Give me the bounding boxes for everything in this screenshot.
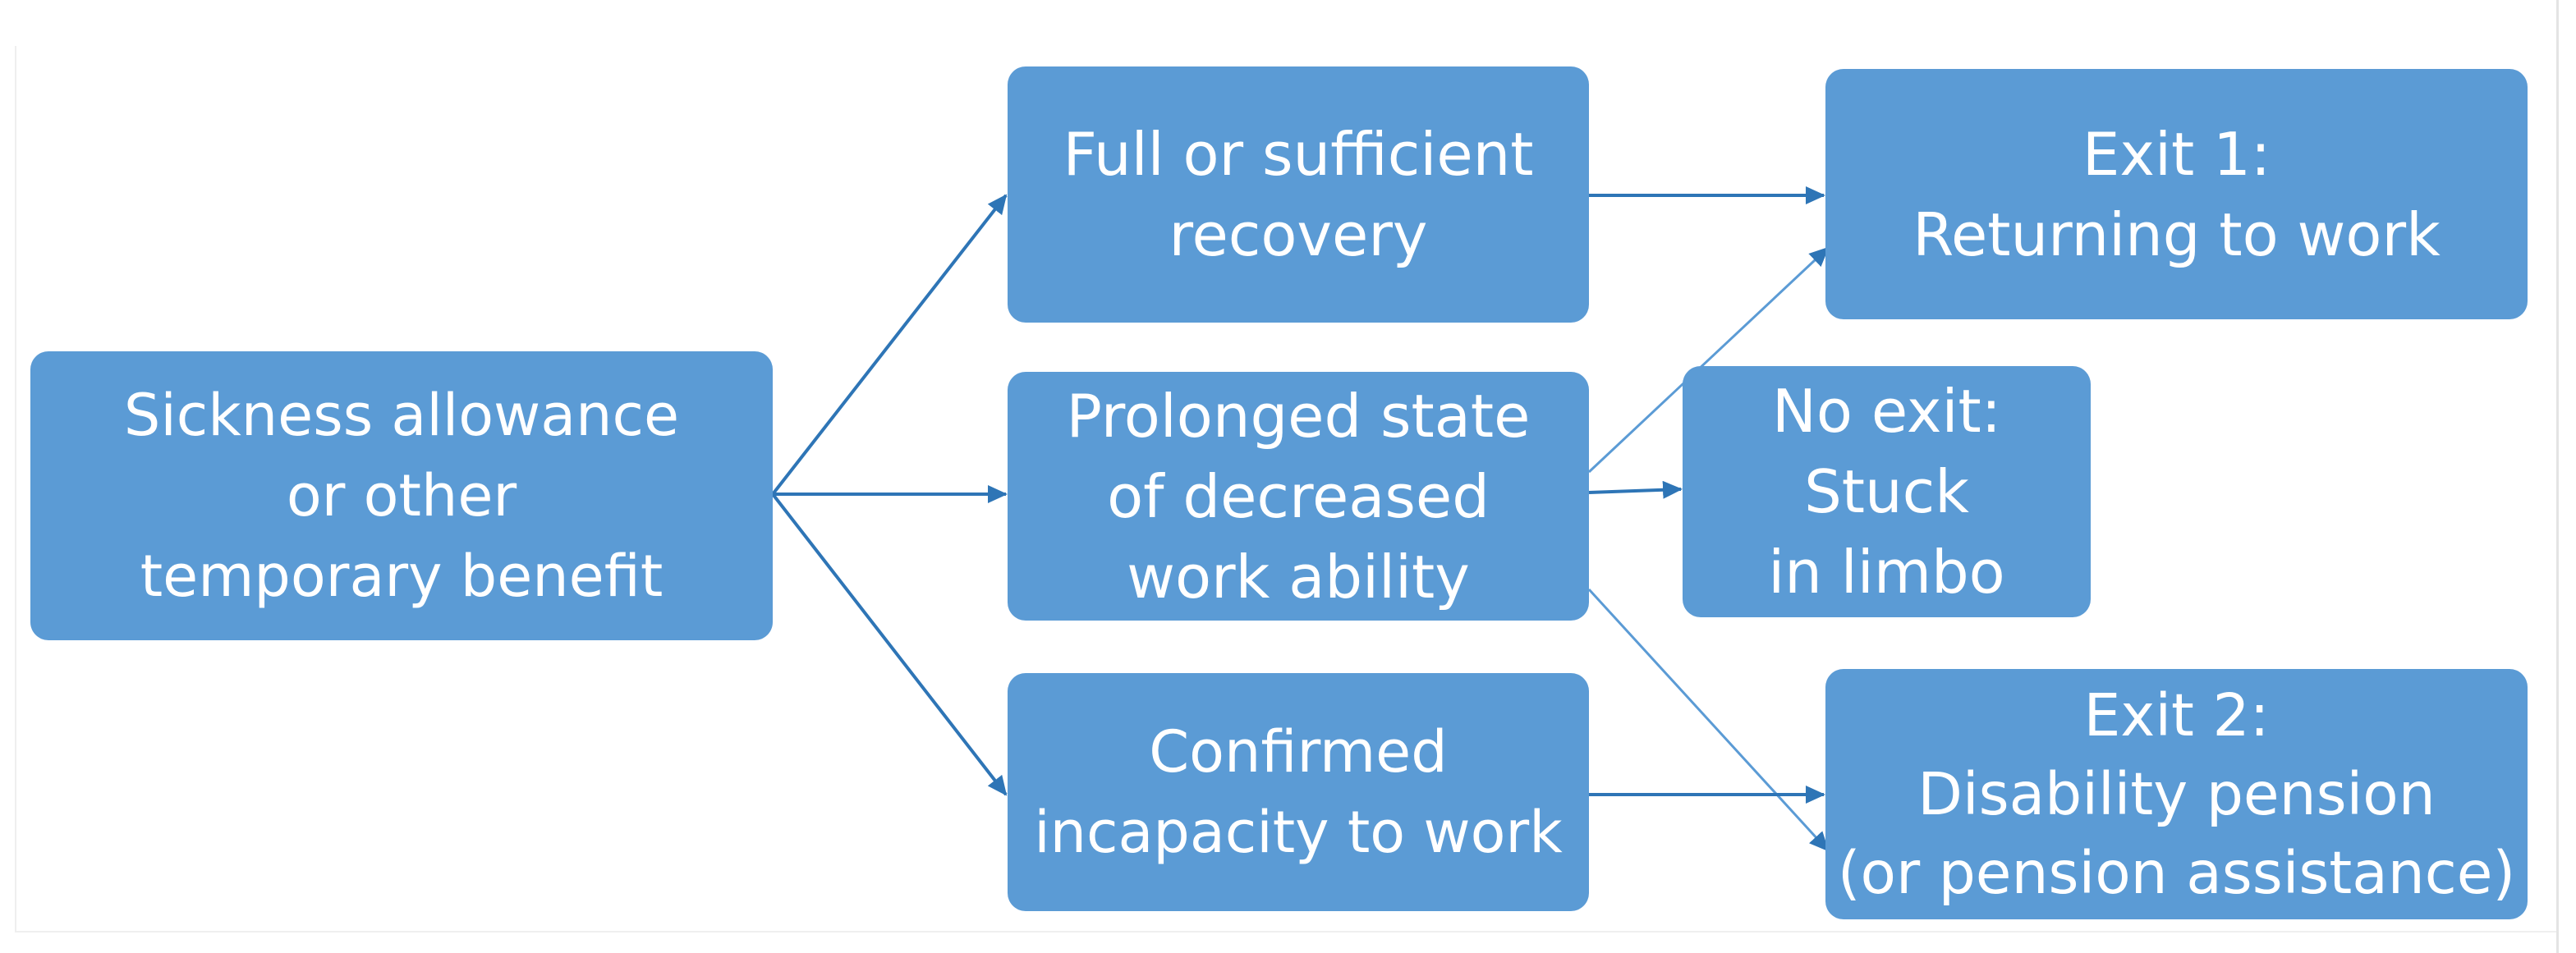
arrow-sickness-to-full-recovery <box>771 194 1008 496</box>
node-exit1-label: Exit 1: Returning to work <box>1912 119 2441 269</box>
node-prolonged-label: Prolonged state of decreased work abilit… <box>1066 381 1531 612</box>
node-exit-1-returning-to-work: Exit 1: Returning to work <box>1825 69 2528 319</box>
node-full-recovery-label: Full or sufficient recovery <box>1063 120 1534 269</box>
frame-border-left <box>15 46 16 932</box>
node-full-recovery: Full or sufficient recovery <box>1008 66 1589 323</box>
node-no-exit-stuck-in-limbo: No exit: Stuck in limbo <box>1683 366 2091 617</box>
node-sickness-allowance: Sickness allowance or other temporary be… <box>30 351 773 640</box>
arrow-sickness-to-confirmed <box>771 493 1008 796</box>
frame-border-bottom <box>15 931 2556 932</box>
frame-border-right <box>2556 0 2559 953</box>
node-confirmed-label: Confirmed incapacity to work <box>1034 718 1563 866</box>
arrow-prolonged-to-no-exit <box>1588 480 1683 499</box>
arrow-prolonged-to-exit2 <box>1587 588 1830 852</box>
node-exit-2-disability-pension: Exit 2: Disability pension (or pension a… <box>1825 669 2528 919</box>
arrow-prolonged-to-exit1 <box>1587 246 1830 474</box>
node-prolonged-decreased-work-ability: Prolonged state of decreased work abilit… <box>1008 372 1589 621</box>
node-sickness-allowance-label: Sickness allowance or other temporary be… <box>123 382 680 610</box>
node-confirmed-incapacity: Confirmed incapacity to work <box>1008 673 1589 911</box>
node-exit2-label: Exit 2: Disability pension (or pension a… <box>1837 680 2516 907</box>
node-no-exit-label: No exit: Stuck in limbo <box>1768 377 2005 607</box>
